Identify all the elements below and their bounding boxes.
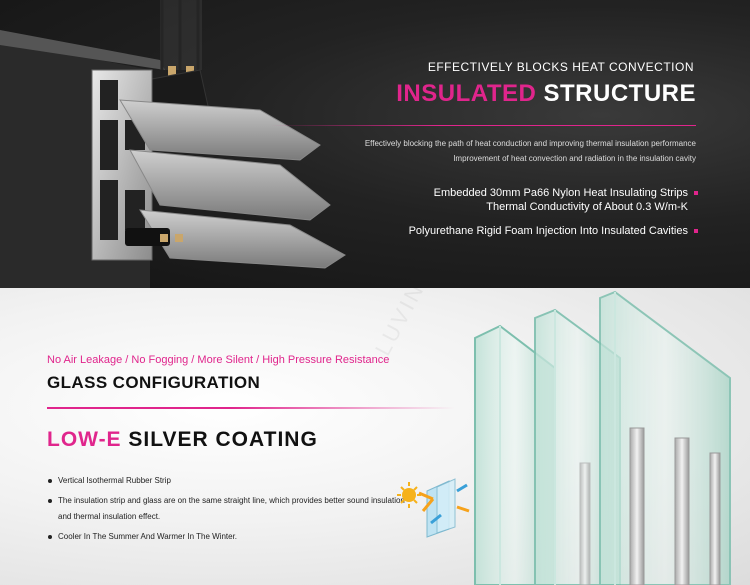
low-e-coating-title: LOW-E SILVER COATING [47,428,318,452]
title-rest: STRUCTURE [536,80,696,107]
brand-watermark: LUVINDOW [370,288,460,360]
glass-configuration-panel: LUVINDOW No Air Leakage / No Fogging / M… [0,288,750,585]
glass-benefits-subheading: No Air Leakage / No Fogging / More Silen… [47,354,390,366]
sun-reflection-icon [397,478,470,538]
feature-nylon-strips: Embedded 30mm Pa66 Nylon Heat Insulating… [434,186,698,214]
glass-configuration-title: GLASS CONFIGURATION [47,373,261,392]
pink-square-bullet [694,229,698,234]
sun-icon [397,482,421,508]
feature-nylon-strips-line2: Thermal Conductivity of About 0.3 W/m-K [486,201,688,213]
list-item: Cooler In The Summer And Warmer In The W… [48,529,408,545]
insulated-structure-panel: EFFECTIVELY BLOCKS HEAT CONVECTION INSUL… [0,0,750,288]
pink-underline [47,407,455,409]
triple-glazing-illustration [474,290,731,585]
heat-convection-kicker: EFFECTIVELY BLOCKS HEAT CONVECTION [427,60,694,74]
feature-foam-injection: Polyurethane Rigid Foam Injection Into I… [409,224,698,238]
title-accent-word: INSULATED [396,80,537,107]
aluminum-profile-image [0,0,346,288]
glass-features-list: Vertical Isothermal Rubber Strip The ins… [48,473,408,549]
silver-coating-text: SILVER COATING [121,428,318,451]
feature-nylon-strips-line1: Embedded 30mm Pa66 Nylon Heat Insulating… [433,187,688,199]
pink-square-bullet [694,191,698,196]
list-item: The insulation strip and glass are on th… [48,493,408,525]
feature-foam-injection-text: Polyurethane Rigid Foam Injection Into I… [408,225,688,237]
insulated-structure-title: INSULATED STRUCTURE [396,80,696,108]
description-line-1: Effectively blocking the path of heat co… [364,139,696,148]
list-item: Vertical Isothermal Rubber Strip [48,473,408,489]
description-line-2: Improvement of heat convection and radia… [453,154,696,163]
pink-divider [270,125,696,126]
low-e-accent: LOW-E [47,428,122,451]
